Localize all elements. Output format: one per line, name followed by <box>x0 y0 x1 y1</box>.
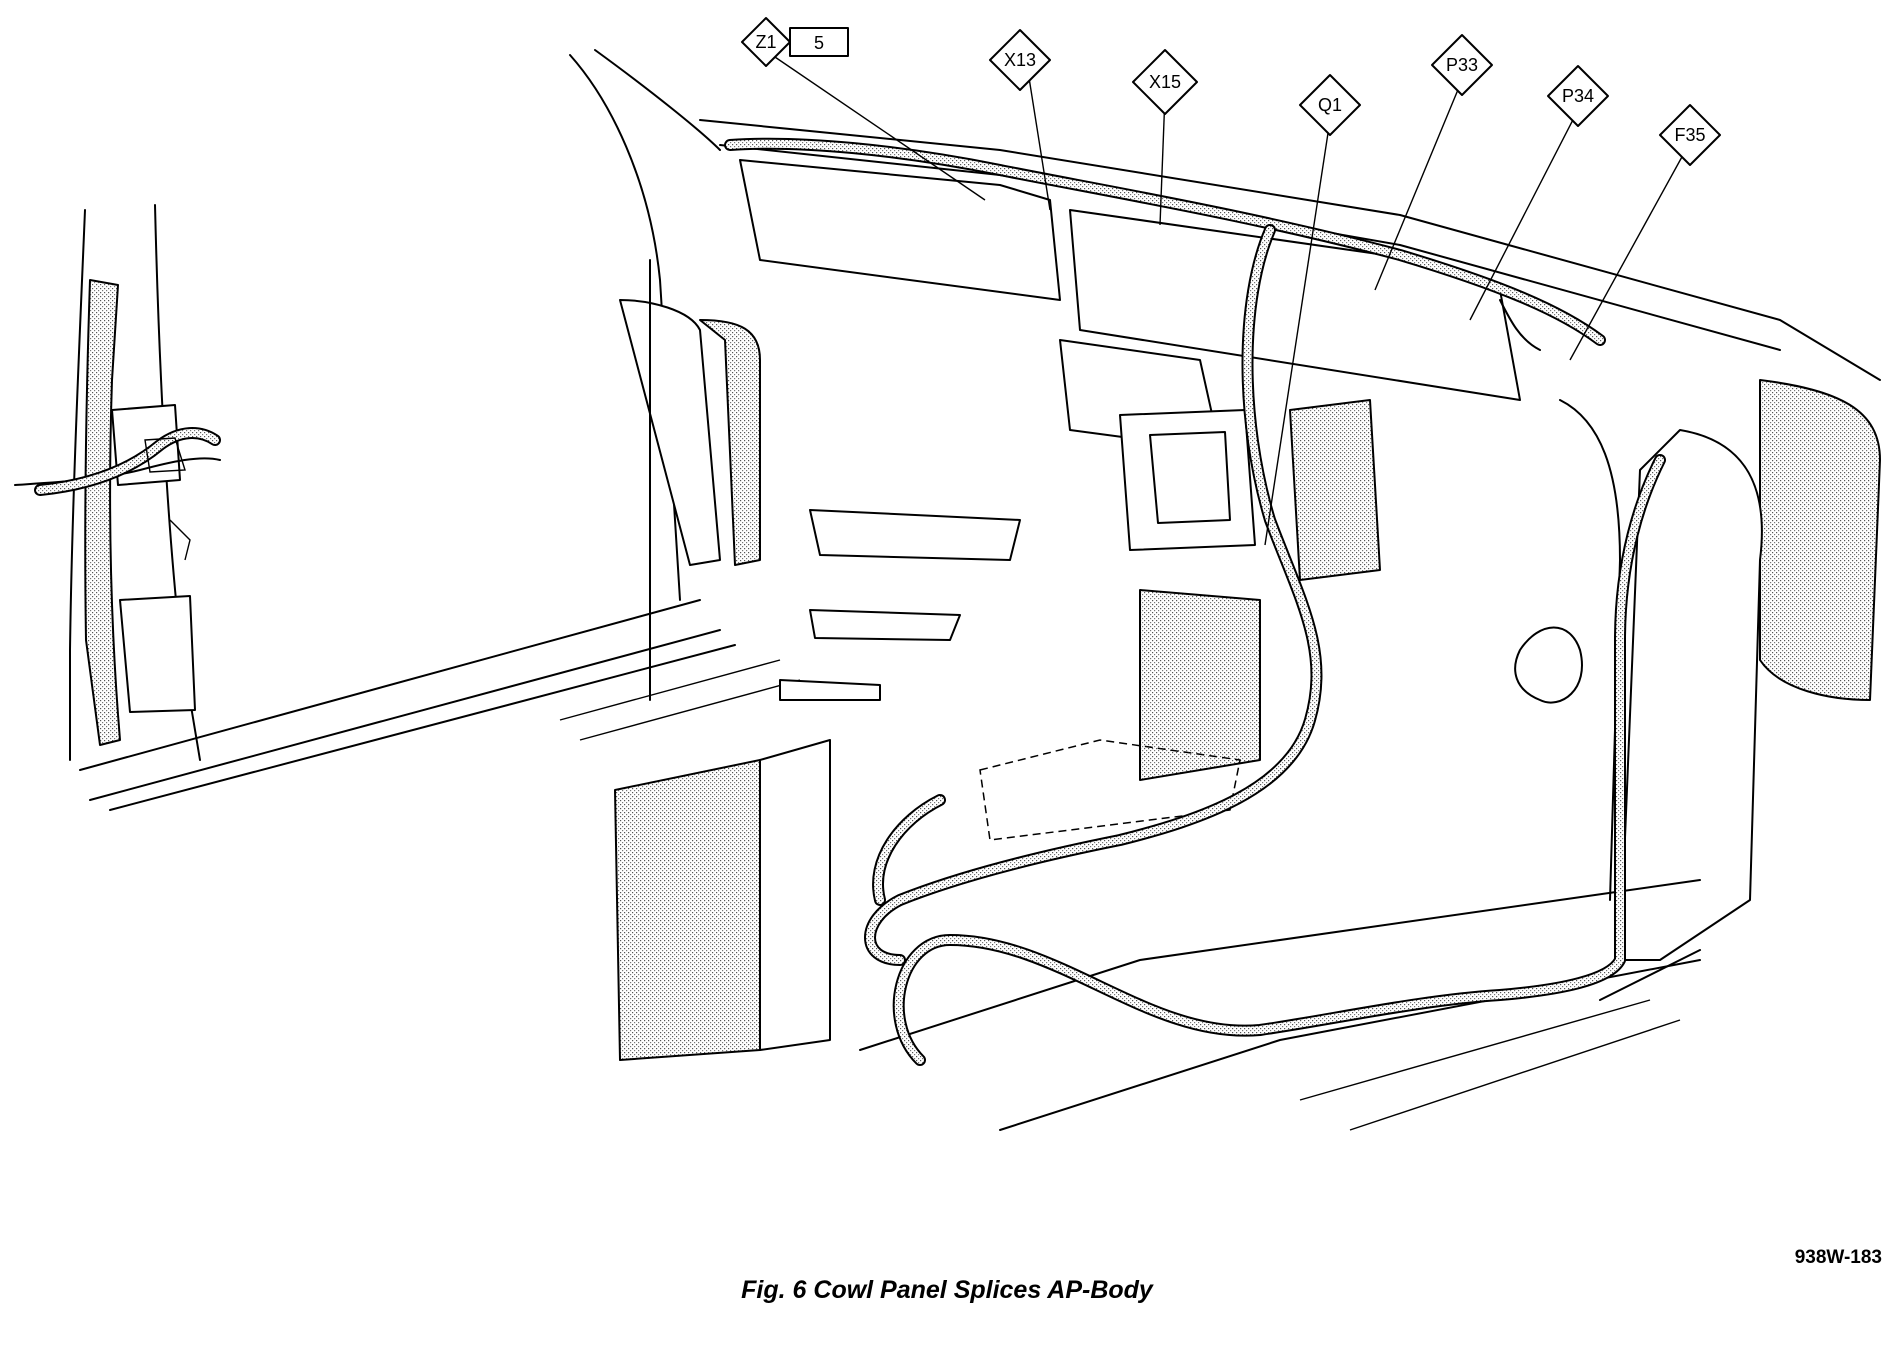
callout-z1-label: Z1 <box>755 32 776 52</box>
floor-pan <box>859 879 1701 1131</box>
callout-p34: P34 <box>1547 65 1609 127</box>
figure-id: 938W-183 <box>1794 1247 1882 1268</box>
callout-f35: F35 <box>1659 104 1721 166</box>
callout-f35-label: F35 <box>1674 125 1705 145</box>
center-console <box>614 509 1261 1061</box>
callout-x13: X13 <box>989 29 1051 91</box>
callout-x15-label: X15 <box>1149 72 1181 92</box>
figure-caption: Fig. 6 Cowl Panel Splices AP-Body <box>741 1276 1153 1304</box>
callout-x15: X15 <box>1132 49 1198 115</box>
callout-x13-label: X13 <box>1004 50 1036 70</box>
right-kick-panel <box>1514 379 1881 1001</box>
callout-z1: Z1 5 <box>741 17 849 67</box>
callout-q1-label: Q1 <box>1318 95 1342 115</box>
rocker-sill <box>79 599 801 811</box>
door-pillar-left <box>14 204 221 761</box>
a-pillar <box>569 49 761 701</box>
callout-p34-label: P34 <box>1562 86 1594 106</box>
callout-q1: Q1 <box>1299 74 1361 136</box>
wiring-harness <box>724 137 1666 1066</box>
callout-p33: P33 <box>1431 34 1493 96</box>
callout-z1-box-label: 5 <box>814 33 824 53</box>
leader-lines <box>771 54 1684 546</box>
callout-p33-label: P33 <box>1446 55 1478 75</box>
